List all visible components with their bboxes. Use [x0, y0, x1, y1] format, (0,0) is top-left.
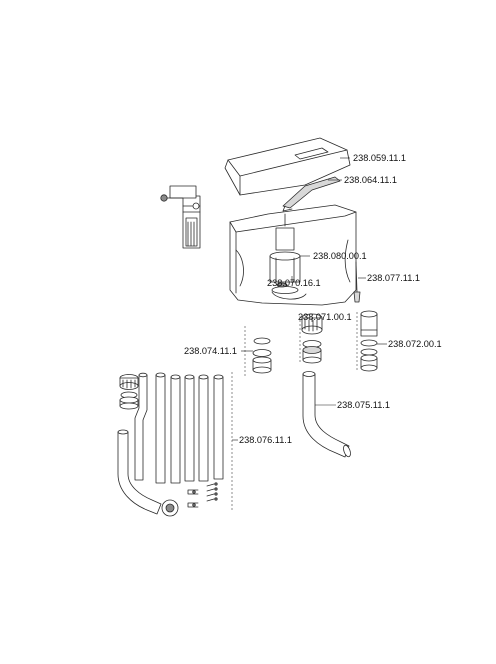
label-flush-connector: 238.071.00.1 — [298, 312, 352, 322]
flush-bend — [302, 371, 351, 458]
label-flush-bend: 238.075.11.1 — [337, 400, 390, 410]
union-connector — [356, 310, 378, 372]
label-union-connector: 238.072.00.1 — [388, 339, 442, 349]
label-bell-seal: 238.070.16.1 — [267, 278, 321, 288]
flush-pipe-set — [117, 372, 233, 517]
label-seal-set: 238.074.11.1 — [184, 346, 237, 356]
flush-connector — [299, 313, 323, 364]
label-flush-valve: 238.080.00.1 — [313, 251, 367, 261]
label-cover: 238.059.11.1 — [353, 153, 406, 163]
seal-set — [244, 326, 272, 376]
label-valve-rod: 238.077.11.1 — [367, 273, 420, 283]
cistern-cover — [224, 137, 351, 196]
valve-rod — [353, 261, 361, 303]
leader-lines — [232, 157, 387, 441]
flush-valve — [269, 213, 301, 294]
label-actuator-plate: 238.064.11.1 — [344, 175, 397, 185]
fill-valve — [160, 185, 201, 249]
actuator-plate — [282, 176, 341, 212]
label-flush-pipe-set: 238.076.11.1 — [239, 435, 292, 445]
